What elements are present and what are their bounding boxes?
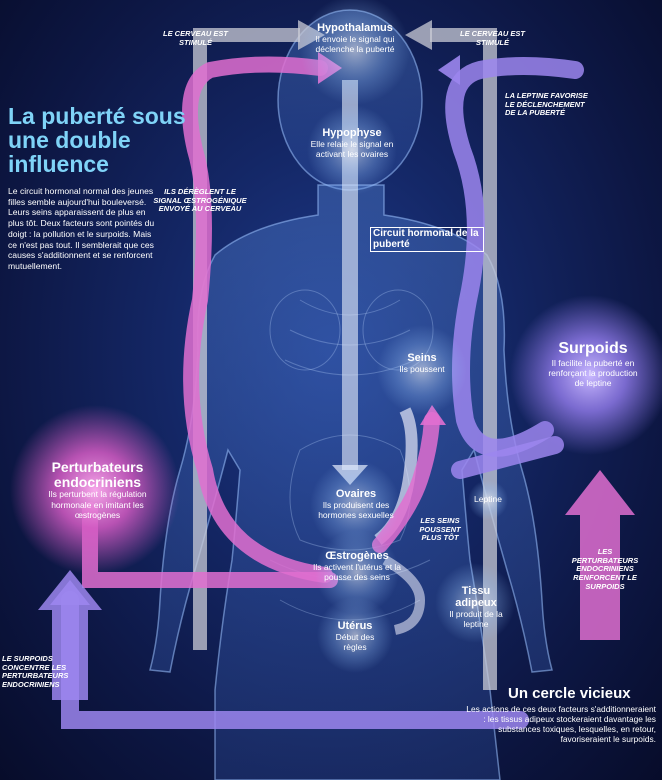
hypothalamus-name: Hypothalamus — [317, 22, 393, 34]
hypothalamus-glow — [300, 0, 410, 105]
tissu-glow — [435, 563, 515, 643]
intro-text: Le circuit hormonal normal des jeunes fi… — [8, 186, 155, 272]
oestrogenes-glow — [315, 530, 399, 614]
tissu-node: Tissu adipeux Il produit de la leptine — [445, 585, 507, 629]
seins-node: Seins Ils poussent — [395, 352, 449, 374]
concentre-arrow — [38, 570, 102, 700]
perturbateurs-desc: Ils perturbent la régulation hormonale e… — [48, 489, 147, 520]
ovaires-glow — [310, 460, 400, 550]
hypophyse-name: Hypophyse — [322, 127, 382, 139]
oestrogenes-node: Œstrogènes Ils activent l'utérus et la p… — [312, 550, 402, 582]
circuit-label: Circuit hormonal de la puberté — [370, 227, 484, 252]
leptine-favorise-label: La leptine favorise le déclenchement de … — [505, 91, 588, 118]
hypothalamus-desc: Il envoie le signal qui déclenche la pub… — [315, 34, 395, 55]
dereglent-label: Ils dérèglent le signal œstrogénique env… — [153, 187, 247, 214]
violet-arrowhead-top — [438, 55, 460, 85]
concentre-label: Le surpoids concentre les perturbateurs … — [2, 654, 69, 689]
uterus-desc: Début des règles — [335, 632, 375, 653]
oestrogenes-name: Œstrogènes — [325, 550, 389, 562]
seins-name: Seins — [407, 352, 437, 364]
cercle-title: Un cercle vicieux — [508, 685, 631, 702]
oestrogenes-desc: Ils activent l'utérus et la pousse des s… — [312, 562, 402, 583]
surpoids-name: Surpoids — [558, 340, 628, 357]
ovaires-name: Ovaires — [335, 488, 377, 500]
seins-desc: Ils poussent — [399, 364, 445, 374]
hypothalamus-node: Hypothalamus Il envoie le signal qui déc… — [300, 22, 410, 54]
uterus-glow — [317, 597, 393, 673]
surpoids-node: Surpoids Il facilite la puberté en renfo… — [545, 340, 641, 389]
ovaires-desc: Ils produisent des hormones sexuelles — [318, 500, 394, 521]
tissu-desc: Il produit de la leptine — [449, 609, 503, 630]
cerveau-right-label: Le cerveau est stimulé — [459, 29, 525, 47]
cerveau-left-label: Le cerveau est stimulé — [162, 29, 228, 47]
perturbateurs-node: Perturbateurs endocriniens Ils perturben… — [30, 460, 165, 520]
renforcent-arrow — [565, 470, 635, 640]
page-title: La puberté sous une double influence — [8, 103, 186, 178]
uterus-name: Utérus — [337, 620, 373, 632]
uterus-arrow — [382, 555, 426, 635]
hypophyse-glow — [307, 105, 397, 195]
surpoids-desc: Il facilite la puberté en renforçant la … — [548, 358, 638, 389]
hypophyse-node: Hypophyse Elle relaie le signal en activ… — [307, 127, 397, 159]
renforcent-label: Les perturbateurs endocriniens renforcen… — [571, 547, 639, 591]
uterus-node: Utérus Début des règles — [325, 620, 385, 652]
leptine-glow — [468, 480, 508, 520]
leptine-label: Leptine — [474, 494, 502, 504]
perturbateurs-glow — [10, 405, 180, 575]
ovaires-node: Ovaires Ils produisent des hormones sexu… — [318, 488, 394, 520]
tissu-name: Tissu adipeux — [455, 585, 497, 609]
seins-tot-label: Les seins poussent plus tôt — [419, 516, 461, 543]
surpoids-glow — [510, 295, 662, 455]
cerveau-right-arrowhead — [405, 20, 432, 50]
pink-arrowhead-seins — [420, 405, 446, 425]
cercle-text: Les actions de ces deux facteurs s'addit… — [466, 704, 656, 745]
perturbateurs-name: Perturbateurs endocriniens — [51, 459, 144, 490]
hypophyse-desc: Elle relaie le signal en activant les ov… — [310, 139, 394, 160]
seins-glow — [377, 325, 467, 415]
